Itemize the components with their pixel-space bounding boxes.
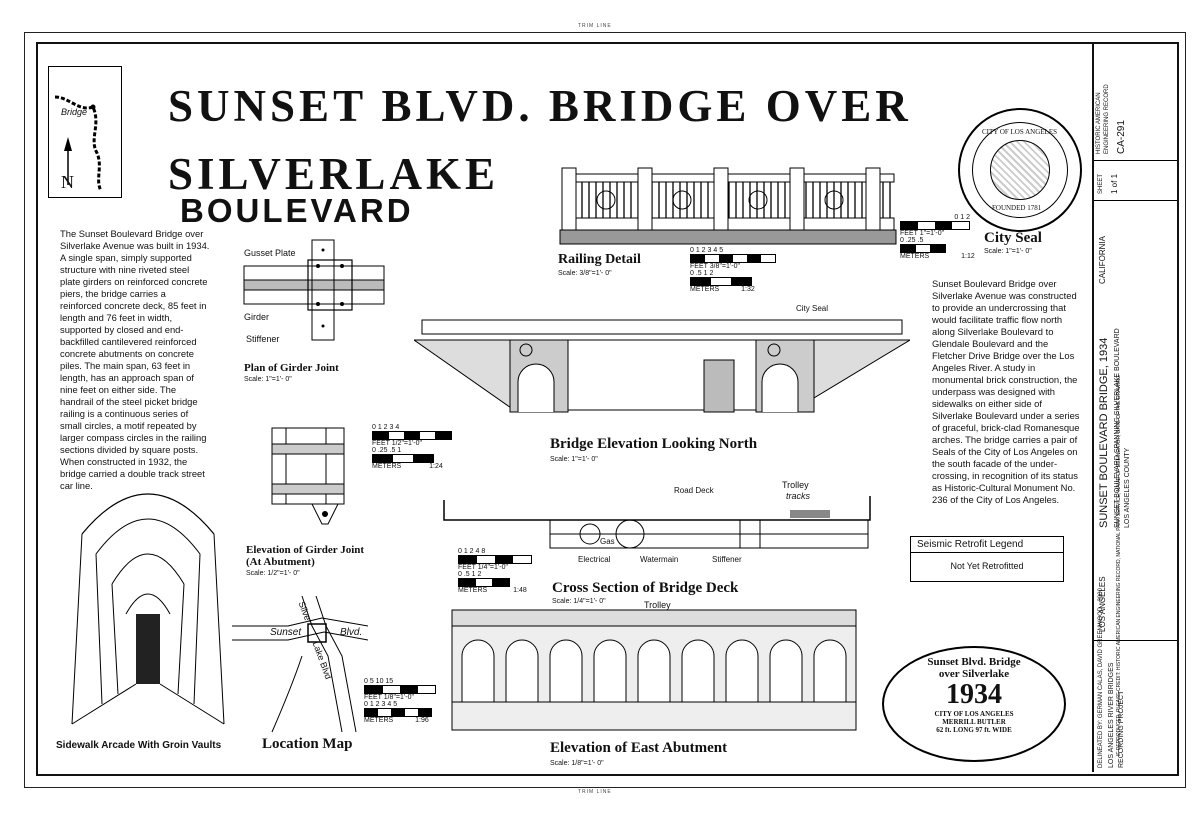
drawing-border xyxy=(36,42,1179,776)
girder-elevation-scale: Scale: 1/2"=1'- 0" xyxy=(246,570,300,577)
project-line2: RECORDING PROJECT xyxy=(1118,690,1125,768)
girder-elevation-drawing xyxy=(271,427,345,525)
gas-label: Gas xyxy=(600,537,615,546)
scale-bar-2: 0 1 2 3 4 5 FEET 3/8"=1'-0" 0 .5 1 2 MET… xyxy=(690,247,776,293)
railing-detail-scale: Scale: 3/8"=1'- 0" xyxy=(558,270,612,277)
location-map-drawing xyxy=(232,596,368,733)
cross-section-drawing xyxy=(443,496,871,549)
scale-bar-1: 0 1 2 FEET 1"=1'-0" 0 .25 .5 METERS 1:12 xyxy=(900,214,975,260)
seal-bottom-text: FOUNDED 1781 xyxy=(992,204,1042,212)
seismic-retrofit-legend: Seismic Retrofit Legend Not Yet Retrofit… xyxy=(910,536,1064,582)
bridge-plaque: Sunset Blvd. Bridge over Silverlake 1934… xyxy=(882,646,1066,762)
girder-elevation-title1: Elevation of Girder Joint xyxy=(246,544,365,556)
girder-plan-title: Plan of Girder Joint xyxy=(244,362,339,374)
cross-stiffener-label: Stiffener xyxy=(712,555,742,564)
scale-bar-3: 0 1 2 3 4 FEET 1/2"=1'-0" 0 .25 .5 1 MET… xyxy=(372,424,452,470)
sheet-number: 1 of 1 xyxy=(1110,173,1119,194)
bridge-elevation-title: Bridge Elevation Looking North xyxy=(550,436,758,452)
page-title-line3: BOULEVARD xyxy=(180,192,414,229)
cross-trolley-label: Trolley xyxy=(782,480,809,490)
city-seal: CITY OF LOS ANGELES FOUNDED 1781 xyxy=(958,108,1082,232)
trim-line-top: TRIM LINE xyxy=(578,23,612,29)
east-abutment-title: Elevation of East Abutment xyxy=(550,740,728,756)
city-seal-title: City Seal xyxy=(984,230,1042,246)
scale-bar-4: 0 1 2 4 8 FEET 1/4"=1'-0" 0 .5 1 2 METER… xyxy=(458,548,532,594)
haer-line2: ENGINEERING RECORD xyxy=(1104,84,1110,154)
county-name: LOS ANGELES COUNTY xyxy=(1124,447,1131,528)
north-letter: N xyxy=(61,172,74,192)
plaque-line4: MERRILL BUTLER xyxy=(942,718,1006,726)
sheet-label: SHEET xyxy=(1098,173,1104,194)
intro-paragraph: The Sunset Boulevard Bridge over Silverl… xyxy=(60,228,210,491)
east-abutment-scale: Scale: 1/8"=1'- 0" xyxy=(550,760,604,767)
stiffener-label: Stiffener xyxy=(246,334,280,344)
abutment-trolley-label: Trolley xyxy=(644,600,671,610)
page-title-line2: SILVERLAKE xyxy=(168,149,499,199)
project-line1: LOS ANGELES RIVER BRIDGES xyxy=(1108,662,1115,768)
location-map-title: Location Map xyxy=(262,736,353,752)
plaque-year: 1934 xyxy=(946,679,1002,710)
haer-number: CA-291 xyxy=(1116,120,1127,154)
title-block: HISTORIC AMERICAN ENGINEERING RECORD CA-… xyxy=(1092,42,1177,772)
cross-section-title: Cross Section of Bridge Deck xyxy=(552,580,739,596)
north-locator-map: Bridge N xyxy=(48,66,122,198)
retrofit-status: Not Yet Retrofitted xyxy=(950,561,1024,571)
bridge-name: SUNSET BOULEVARD BRIDGE, 1934 xyxy=(1098,337,1110,528)
cross-tracks-label: tracks xyxy=(786,491,811,501)
haer-line1: HISTORIC AMERICAN xyxy=(1096,92,1102,154)
girder-label: Girder xyxy=(244,312,270,322)
scale-bar-5: 0 5 10 15 FEET 1/8"=1'-0" 0 1 2 3 4 5 ME… xyxy=(364,678,436,724)
trim-line-bottom: TRIM LINE xyxy=(578,789,612,795)
bridge-elevation-scale: Scale: 1"=1'- 0" xyxy=(550,456,598,463)
sunset-street-label: Sunset xyxy=(270,627,302,638)
girder-elevation-title2: (At Abutment) xyxy=(246,556,315,568)
outer-frame xyxy=(24,32,1186,788)
retrofit-legend-title: Seismic Retrofit Legend xyxy=(911,537,1063,553)
city-seal-scale: Scale: 1"=1'- 0" xyxy=(984,248,1032,255)
plaque-line2: over Silverlake xyxy=(938,668,1010,680)
electrical-label: Electrical xyxy=(578,555,611,564)
plaque-line1: Sunset Blvd. Bridge xyxy=(927,656,1021,668)
plaque-line5: 62 ft. LONG 97 ft. WIDE xyxy=(936,726,1012,734)
state-name: CALIFORNIA xyxy=(1098,235,1107,284)
east-abutment-drawing xyxy=(451,609,857,731)
bridge-map-label: Bridge xyxy=(61,107,88,117)
road-deck-label: Road Deck xyxy=(674,486,714,495)
cross-section-scale: Scale: 1/4"=1'- 0" xyxy=(552,598,606,605)
history-paragraph: Sunset Boulevard Bridge over Silverlake … xyxy=(932,278,1080,505)
railing-detail-title: Railing Detail xyxy=(558,252,641,267)
seal-top-text: CITY OF LOS ANGELES xyxy=(982,128,1057,136)
river-path-icon xyxy=(54,95,103,192)
arcade-title: Sidewalk Arcade With Groin Vaults xyxy=(56,740,222,751)
elevation-city-seal-label: City Seal xyxy=(796,304,829,313)
sidewalk-arcade-sketch xyxy=(71,493,225,725)
delineated-by: DELINEATED BY: GERMAN CALAS, DAVID GREEN… xyxy=(1098,588,1104,768)
gusset-plate-label: Gusset Plate xyxy=(244,248,296,258)
plaque-line3: CITY OF LOS ANGELES xyxy=(934,710,1014,718)
girder-plan-scale: Scale: 1"=1'- 0" xyxy=(244,376,292,383)
north-arrow-icon xyxy=(64,137,72,151)
watermain-label: Watermain xyxy=(640,555,679,564)
girder-plan-drawing xyxy=(243,239,385,341)
page-title-line1: SUNSET BLVD. BRIDGE OVER xyxy=(168,81,912,131)
railing-detail-drawing xyxy=(559,167,897,245)
bridge-elevation-drawing xyxy=(414,319,910,413)
blvd-street-label: Blvd. xyxy=(340,627,363,638)
